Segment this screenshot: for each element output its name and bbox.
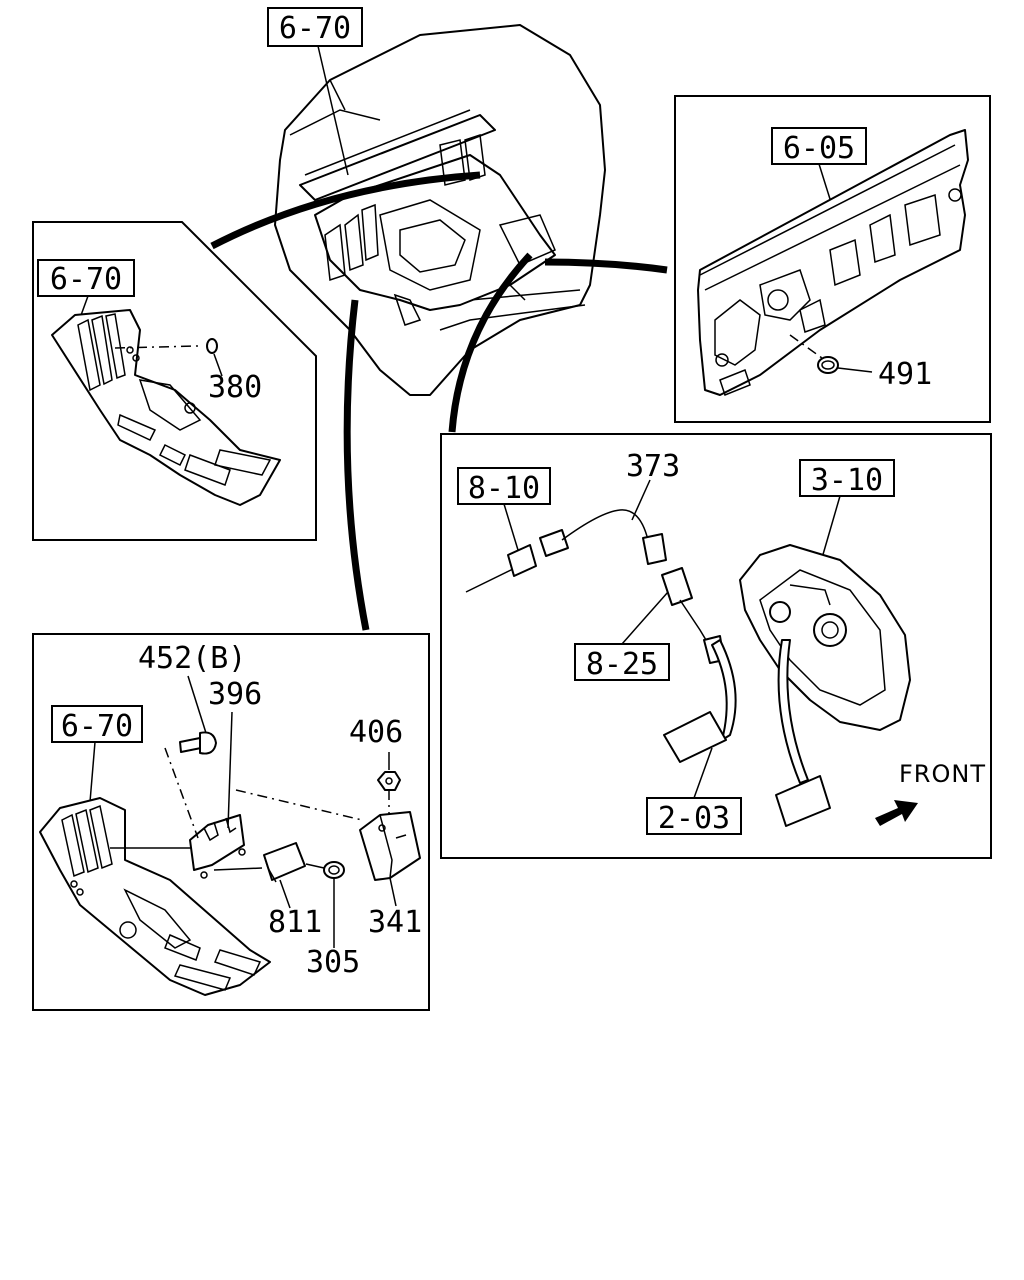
ref-label-pedal: 2-03: [658, 801, 730, 836]
ref-label-sensor-floor: 6-70: [61, 709, 133, 744]
connector-pedal: [448, 252, 533, 433]
part-label-811: 811: [268, 905, 322, 940]
ref-label-floor: 6-70: [50, 262, 122, 297]
inset-panel-sensor: 6-70 396 452(B) 811: [32, 633, 430, 1011]
part-label-491: 491: [878, 357, 932, 392]
part-label-380: 380: [208, 370, 262, 405]
front-label: FRONT: [899, 760, 986, 788]
connector-left: [210, 171, 481, 250]
ref-label-top-cab: 6-70: [279, 11, 351, 46]
leader-top-cab: [317, 45, 349, 176]
part-label-341: 341: [368, 905, 422, 940]
connector-right: [544, 258, 668, 274]
ref-box-top-cab: 6-70: [267, 7, 363, 47]
part-label-406: 406: [349, 715, 403, 750]
inset-panel-floor: 6-70 380: [32, 221, 317, 541]
ref-label-pedal-bracket: 3-10: [811, 463, 883, 498]
inset-panel-pedal: 8-10 373 8-25 3-10 2-03: [440, 433, 992, 859]
part-label-396: 396: [208, 677, 262, 712]
part-label-452: 452(B): [138, 641, 246, 676]
part-label-373: 373: [626, 449, 680, 484]
front-arrow-icon: [875, 800, 918, 826]
cab-assembly: [274, 24, 606, 396]
ref-label-harness: 8-10: [468, 471, 540, 506]
inset-panel-dash: 6-05 491: [674, 95, 991, 423]
connector-lower: [343, 299, 370, 631]
ref-label-dash: 6-05: [783, 131, 855, 166]
ref-label-switch: 8-25: [586, 647, 658, 682]
part-label-305: 305: [306, 945, 360, 980]
